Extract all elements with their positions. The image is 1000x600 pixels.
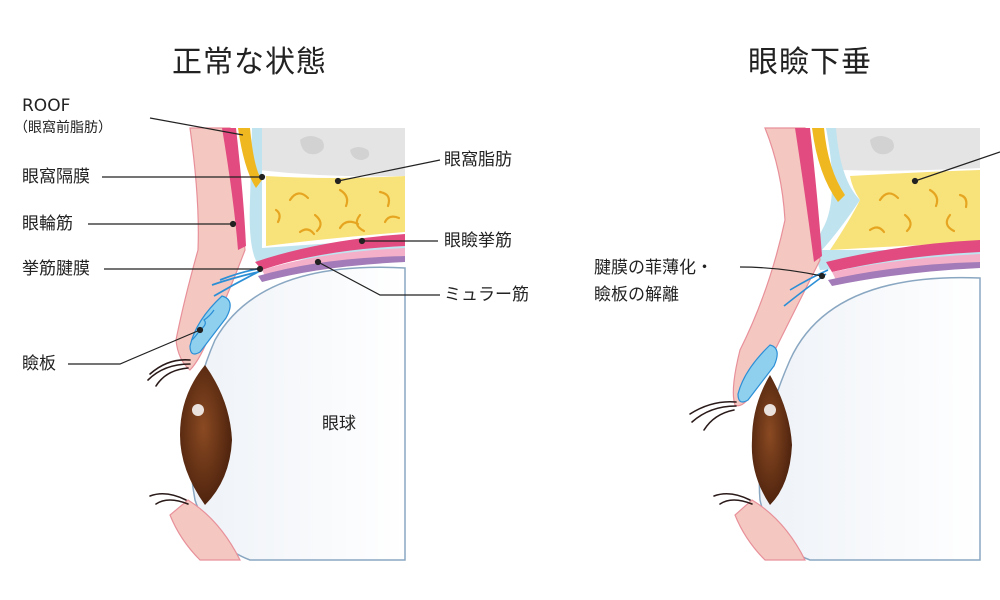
label-ptosis-note-1: 腱膜の菲薄化・	[594, 258, 713, 278]
label-levator-aponeurosis: 挙筋腱膜	[22, 259, 90, 279]
levator-muscle-shape	[255, 234, 405, 270]
label-muller-muscle: ミュラー筋	[444, 285, 529, 305]
roof-fat-shape	[238, 128, 262, 188]
label-orbicularis: 眼輪筋	[22, 214, 73, 234]
label-roof-sub: （眼窩前脂肪）	[14, 120, 112, 136]
leader-lines-left	[68, 117, 441, 365]
label-orbital-fat: 眼窩脂肪	[444, 150, 512, 170]
tarsus-shape	[189, 295, 231, 355]
label-levator-muscle: 眼瞼挙筋	[444, 231, 512, 251]
iris-shape	[180, 365, 232, 505]
orbital-bone	[258, 128, 405, 177]
ptosis-eyelid-illustration	[689, 127, 981, 561]
muller-muscle-shape	[258, 256, 405, 282]
label-orbital-septum: 眼窩隔膜	[22, 167, 90, 187]
title-normal: 正常な状態	[172, 45, 327, 80]
leader-lines-right	[739, 151, 1000, 280]
title-ptosis: 眼瞼下垂	[748, 45, 872, 80]
label-eyeball: 眼球	[322, 414, 356, 434]
orbital-fat-shape	[266, 176, 405, 246]
label-tarsus: 瞼板	[22, 354, 56, 374]
normal-eyelid-illustration	[147, 127, 406, 561]
lower-eyelid	[169, 499, 241, 561]
label-roof: ROOF	[22, 96, 71, 116]
label-ptosis-note-2: 瞼板の解離	[594, 285, 679, 305]
